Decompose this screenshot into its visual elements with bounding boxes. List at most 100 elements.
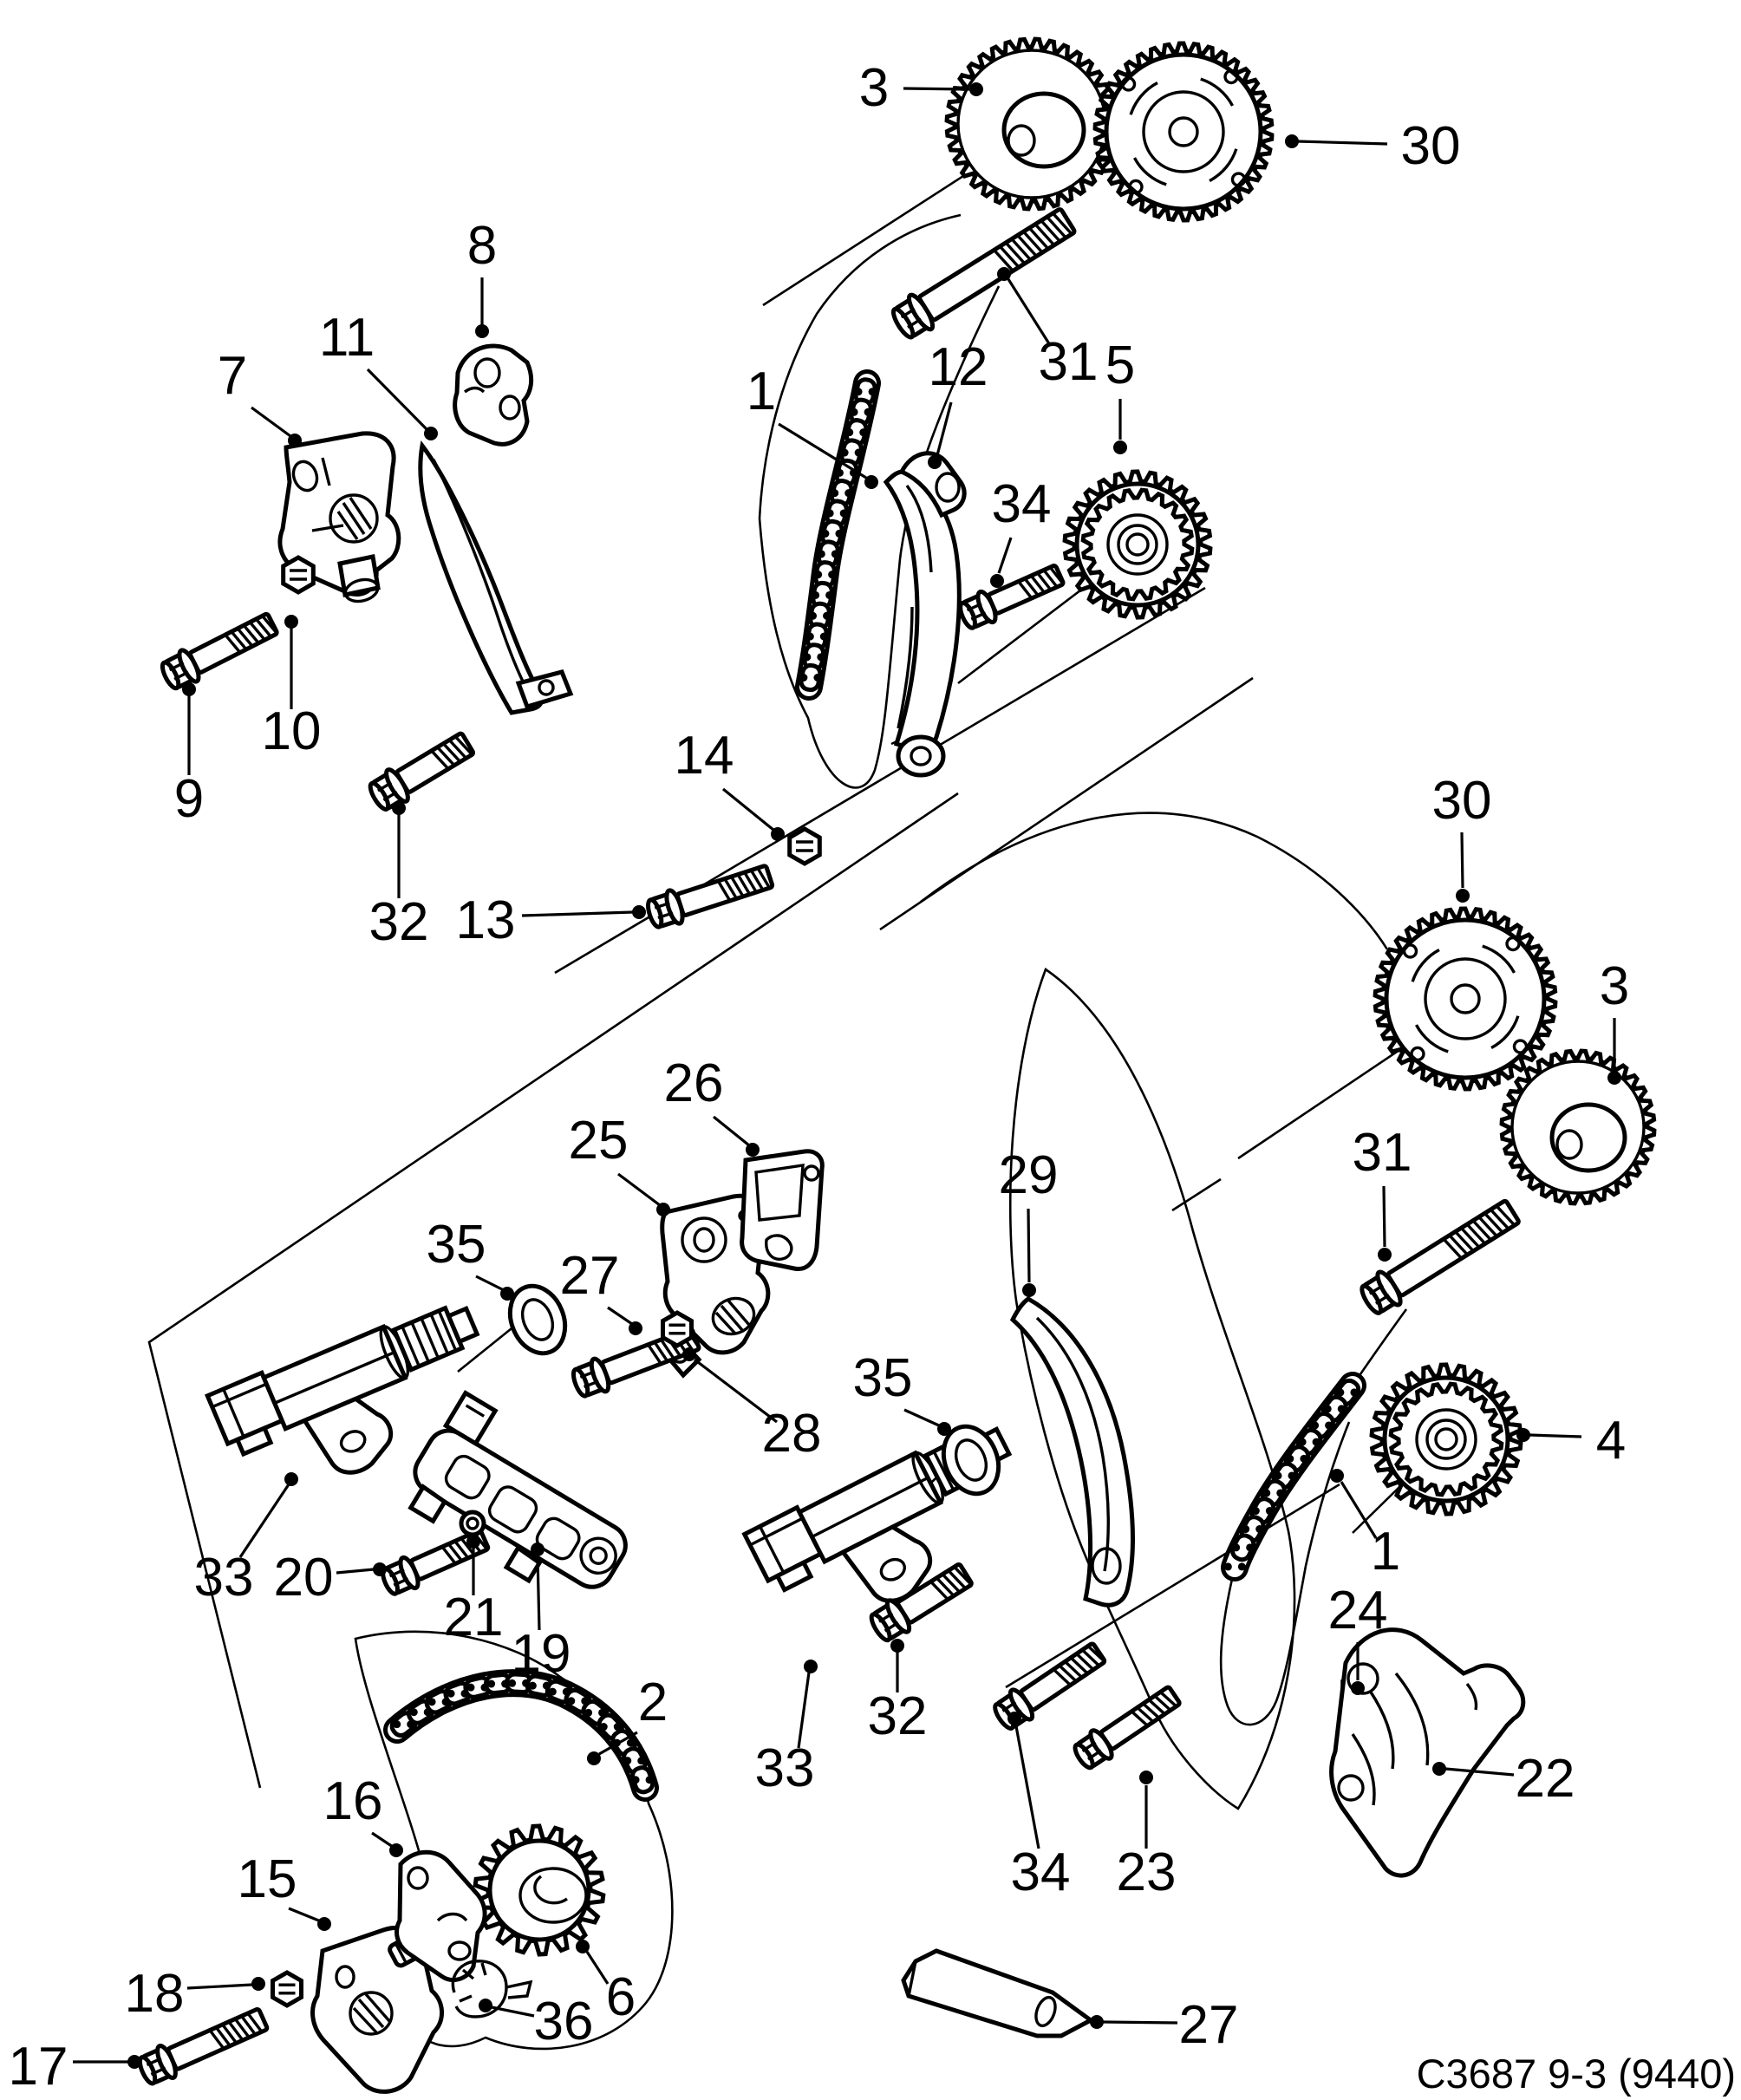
callout-number: 6 xyxy=(606,1967,636,2027)
callout-number: 34 xyxy=(992,474,1052,534)
callout-14[interactable]: 14 xyxy=(675,726,785,841)
callout-10[interactable]: 10 xyxy=(262,615,322,761)
callout-16[interactable]: 16 xyxy=(323,1771,403,1857)
callout-number: 21 xyxy=(444,1588,504,1647)
callout-2[interactable]: 2 xyxy=(587,1673,668,1765)
callout-dot xyxy=(656,1203,670,1216)
callout-22[interactable]: 22 xyxy=(1432,1749,1575,1809)
callout-4[interactable]: 4 xyxy=(1516,1411,1626,1471)
callout-29[interactable]: 29 xyxy=(999,1145,1059,1297)
callout-number: 1 xyxy=(1371,1522,1400,1582)
callout-35[interactable]: 35 xyxy=(853,1348,951,1436)
callout-dot xyxy=(1456,889,1470,903)
callout-12[interactable]: 12 xyxy=(928,337,988,469)
callout-33[interactable]: 33 xyxy=(755,1660,818,1798)
callout-13[interactable]: 13 xyxy=(456,890,646,950)
callout-number: 12 xyxy=(929,337,988,397)
callout-number: 27 xyxy=(1179,1995,1239,2055)
callout-24[interactable]: 24 xyxy=(1328,1581,1388,1695)
callout-36[interactable]: 36 xyxy=(479,1992,593,2051)
callout-28[interactable]: 28 xyxy=(682,1347,821,1464)
callout-dot xyxy=(587,1751,601,1765)
guide-bolt-34-right xyxy=(993,1641,1107,1731)
callout-3[interactable]: 3 xyxy=(1600,956,1629,1085)
callout-31[interactable]: 31 xyxy=(997,267,1098,392)
callout-5[interactable]: 5 xyxy=(1105,336,1135,454)
timing-chain-right xyxy=(1221,1372,1366,1582)
callout-35[interactable]: 35 xyxy=(427,1215,514,1301)
callout-34[interactable]: 34 xyxy=(1007,1712,1070,1902)
callout-number: 20 xyxy=(274,1548,334,1608)
callout-26[interactable]: 26 xyxy=(664,1053,760,1157)
callout-3[interactable]: 3 xyxy=(859,58,983,118)
callout-number: 2 xyxy=(638,1673,668,1732)
pivot-nut-upper xyxy=(281,555,316,595)
callout-17[interactable]: 17 xyxy=(9,2037,141,2097)
callout-18[interactable]: 18 xyxy=(125,1964,265,2024)
callout-dot xyxy=(1090,2015,1104,2029)
callout-32[interactable]: 32 xyxy=(868,1639,928,1746)
callout-8[interactable]: 8 xyxy=(467,216,497,338)
pivot-nut-18 xyxy=(271,1970,303,2008)
callout-dot xyxy=(997,267,1011,281)
callout-1[interactable]: 1 xyxy=(747,362,878,489)
callout-21[interactable]: 21 xyxy=(444,1535,504,1647)
retaining-clip-36 xyxy=(451,1960,533,2018)
callout-number: 16 xyxy=(323,1771,383,1831)
callout-33[interactable]: 33 xyxy=(194,1472,298,1608)
sealant-tube-27 xyxy=(901,1948,1095,2038)
callout-11[interactable]: 11 xyxy=(319,308,438,440)
rear-cover-22 xyxy=(1329,1627,1526,1878)
callout-number: 29 xyxy=(999,1145,1059,1205)
callout-number: 11 xyxy=(319,308,375,368)
callout-dot xyxy=(864,475,878,489)
callout-27[interactable]: 27 xyxy=(1090,1995,1238,2055)
callout-27[interactable]: 27 xyxy=(560,1246,642,1335)
callout-32[interactable]: 32 xyxy=(369,801,429,952)
callout-dot xyxy=(317,1917,331,1931)
callout-number: 9 xyxy=(174,769,204,829)
callout-number: 36 xyxy=(534,1992,594,2051)
tensioner-bolt-9 xyxy=(160,611,279,691)
tensioner-gasket-16 xyxy=(394,1849,487,1982)
callout-23[interactable]: 23 xyxy=(1117,1771,1177,1902)
callout-number: 30 xyxy=(1432,771,1492,831)
shoulder-bolt-32-right xyxy=(869,1562,974,1643)
crank-sprocket-6 xyxy=(473,1823,606,1957)
callout-dot xyxy=(531,1542,544,1556)
chain-guide-pivoting-right xyxy=(1009,1296,1135,1608)
callout-30[interactable]: 30 xyxy=(1432,771,1492,903)
vvt-solenoid-33-left xyxy=(205,1305,480,1475)
callout-31[interactable]: 31 xyxy=(1353,1123,1412,1262)
callout-number: 14 xyxy=(675,726,734,786)
gear-bolt-34-upper xyxy=(958,564,1066,630)
timing-chain-top xyxy=(795,369,881,701)
callout-30[interactable]: 30 xyxy=(1285,116,1460,176)
callout-dot xyxy=(1378,1248,1392,1262)
callout-34[interactable]: 34 xyxy=(990,474,1051,588)
callout-1[interactable]: 1 xyxy=(1330,1469,1400,1582)
callout-number: 3 xyxy=(859,58,889,118)
callout-15[interactable]: 15 xyxy=(238,1849,331,1931)
pivot-nut-28 xyxy=(661,1310,694,1348)
callout-20[interactable]: 20 xyxy=(274,1548,387,1608)
callout-dot xyxy=(284,615,298,629)
tensioner-gasket-upper xyxy=(453,343,534,447)
camshaft-seal-35-right xyxy=(941,1424,1001,1497)
callout-25[interactable]: 25 xyxy=(569,1111,670,1216)
cover-bolt-23 xyxy=(1073,1685,1182,1771)
chain-loop-outline-top xyxy=(758,213,1001,789)
callout-number: 28 xyxy=(762,1404,822,1464)
callout-9[interactable]: 9 xyxy=(174,682,204,829)
callout-number: 35 xyxy=(853,1348,913,1408)
callout-19[interactable]: 19 xyxy=(512,1542,571,1684)
callout-dot xyxy=(771,827,785,841)
callout-number: 3 xyxy=(1600,956,1629,1016)
callout-7[interactable]: 7 xyxy=(218,346,302,447)
bearing-ladder-19 xyxy=(408,1390,628,1589)
callout-dot xyxy=(288,434,302,447)
callout-dot xyxy=(1330,1469,1344,1483)
callout-dot xyxy=(1113,440,1127,454)
callout-dot xyxy=(424,427,438,440)
callout-6[interactable]: 6 xyxy=(576,1940,636,2027)
